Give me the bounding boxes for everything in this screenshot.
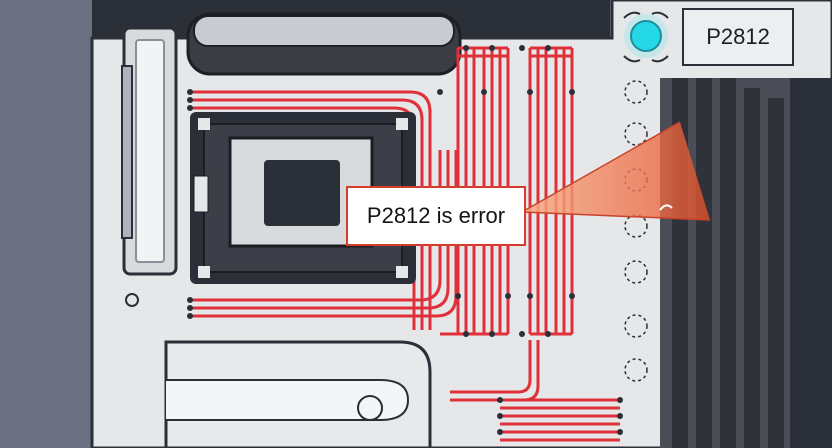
trace-pads [187, 45, 623, 435]
error-callout-text: P2812 is error [366, 203, 506, 228]
debug-code-display: P2812 [682, 8, 794, 66]
debug-code-text: P2812 [706, 24, 770, 49]
case-left-wall [0, 0, 92, 448]
callout-beam [522, 122, 710, 220]
glowing-cyan-led-icon [623, 11, 669, 63]
error-callout: P2812 is error [346, 186, 526, 246]
